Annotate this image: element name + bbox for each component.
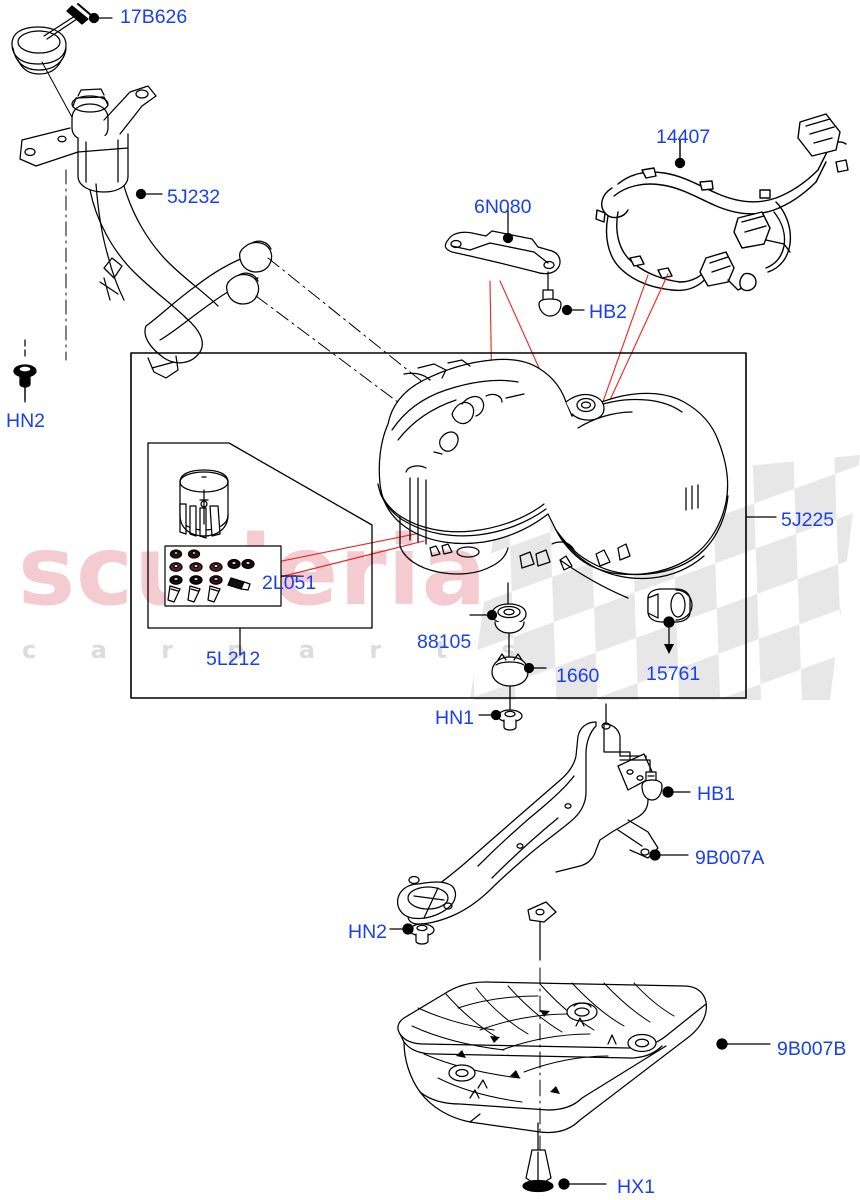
inset-box-art xyxy=(147,442,373,656)
label-9b007a: 9B007A xyxy=(695,847,765,869)
main-frame-box xyxy=(130,352,747,699)
label-17b626: 17B626 xyxy=(120,6,188,28)
label-15761: 15761 xyxy=(646,663,701,685)
nut-hn2-lower-art xyxy=(389,887,439,945)
label-9b007b: 9B007B xyxy=(777,1038,847,1060)
label-hb2: HB2 xyxy=(589,301,627,323)
tank-heat-shield-art xyxy=(397,967,771,1151)
label-hn2-upper: HN2 xyxy=(6,410,46,432)
fuel-pump-module-art xyxy=(179,469,229,539)
label-88105: 88105 xyxy=(417,631,472,653)
label-5j225: 5J225 xyxy=(781,509,835,531)
fixing-kit-art xyxy=(164,545,301,607)
clip-hx1-art xyxy=(522,1122,607,1193)
label-1660: 1660 xyxy=(556,665,600,687)
washer-seal-art xyxy=(491,632,547,687)
grommet-art xyxy=(469,582,527,634)
nut-hn1-art xyxy=(478,685,523,731)
fuel-tank-art xyxy=(377,358,729,599)
label-leaders xyxy=(24,12,681,401)
label-hb1: HB1 xyxy=(697,783,735,805)
fuel-tank-sensor-art xyxy=(647,588,693,654)
label-2l051: 2L051 xyxy=(262,572,317,594)
fuel-filler-pipe-art xyxy=(19,85,273,379)
bolt-hb2-art xyxy=(538,271,585,317)
nut-hn2-upper-art xyxy=(13,339,37,403)
label-14407: 14407 xyxy=(656,126,711,148)
label-hx1: HX1 xyxy=(617,1176,655,1198)
label-6n080: 6N080 xyxy=(474,196,532,218)
bolt-hb1-art xyxy=(619,759,691,801)
label-5l212: 5L212 xyxy=(206,648,261,670)
fuel-filler-cap-art xyxy=(11,3,93,144)
label-hn2-lower: HN2 xyxy=(348,921,388,943)
tank-support-crossmember-art xyxy=(396,703,689,961)
label-hn1: HN1 xyxy=(435,707,475,729)
wiring-harness-art xyxy=(595,113,849,292)
fuel-tank-strap-art xyxy=(444,221,561,275)
label-5j232: 5J232 xyxy=(167,186,221,208)
